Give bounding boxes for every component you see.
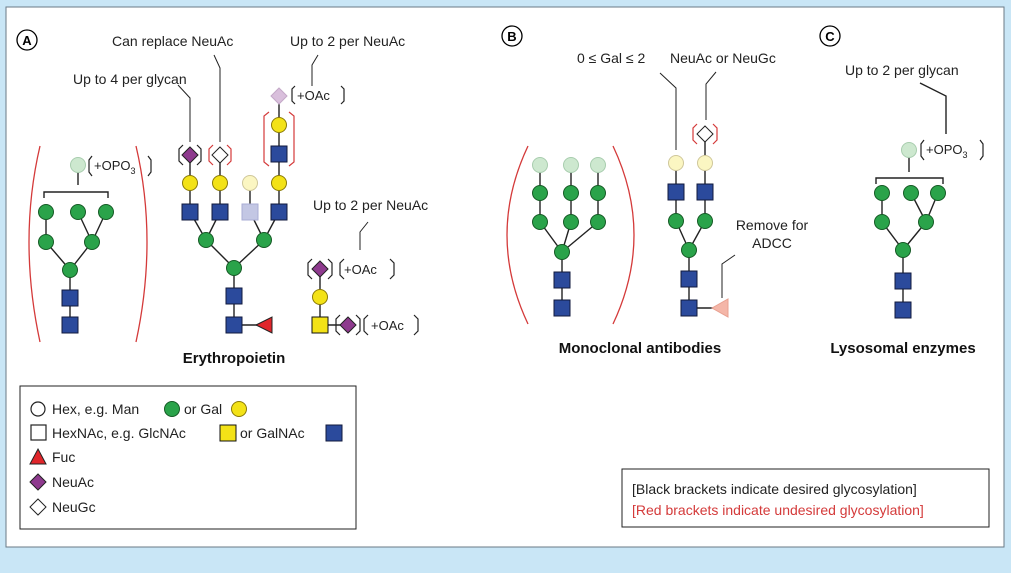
oac-label-o-glycan-1: +OAc — [344, 262, 377, 277]
fucose-triangle-a — [254, 316, 273, 334]
note-black-brackets: [Black brackets indicate desired glycosy… — [632, 481, 917, 497]
legend-hex-icon — [30, 401, 46, 417]
red-bracket-right-a — [135, 145, 148, 343]
fucose-triangle-b — [710, 298, 729, 318]
panel-a-title: Erythropoietin — [183, 350, 286, 367]
annotation-up-to-4-per-glycan: Up to 4 per glycan — [73, 71, 187, 87]
red-bracket-left-a — [28, 145, 41, 343]
legend-neugc-icon — [29, 498, 47, 516]
panel-b-label: B — [501, 25, 523, 47]
panel-c-title: Lysosomal enzymes — [830, 340, 975, 357]
bracket-note: [Black brackets indicate desired glycosy… — [621, 468, 990, 528]
panel-a-label: A — [16, 29, 38, 51]
opo3-label-c: +OPO3 — [926, 142, 968, 160]
legend-fuc-icon — [29, 447, 47, 465]
legend-hexnac-label: HexNAc, e.g. GlcNAc — [52, 425, 186, 441]
opo3-label-a: +OPO3 — [94, 158, 136, 176]
svg-text:A: A — [22, 33, 32, 48]
annotation-up-to-2-per-neuac-right: Up to 2 per NeuAc — [313, 197, 428, 213]
panel-b-title: Monoclonal antibodies — [559, 340, 722, 357]
panel-a: A +OPO3 — [16, 29, 428, 367]
legend-hex-label: Hex, e.g. Man — [52, 401, 139, 417]
annotation-gal-range: 0 ≤ Gal ≤ 2 — [577, 50, 645, 66]
legend-neuac-label: NeuAc — [52, 474, 94, 490]
legend: Hex, e.g. Man or Gal HexNAc, e.g. GlcNAc… — [19, 385, 357, 530]
oac-label-o-glycan-2: +OAc — [371, 318, 404, 333]
oac-label-top: +OAc — [297, 88, 330, 103]
annotation-up-to-2-per-neuac-top: Up to 2 per NeuAc — [290, 33, 405, 49]
annotation-up-to-2-per-glycan: Up to 2 per glycan — [845, 62, 959, 78]
legend-hexnac-icon — [30, 424, 47, 441]
svg-text:C: C — [825, 29, 835, 44]
annotation-neuac-or-neugc: NeuAc or NeuGc — [670, 50, 776, 66]
svg-text:B: B — [507, 29, 516, 44]
legend-neuac-icon — [29, 473, 47, 491]
note-red-brackets: [Red brackets indicate undesired glycosy… — [632, 502, 924, 518]
legend-hexnac-middle: or GalNAc — [240, 425, 305, 441]
legend-neugc-label: NeuGc — [52, 499, 96, 515]
legend-hex-middle: or Gal — [184, 401, 222, 417]
panel-c-label: C — [819, 25, 841, 47]
panel-c: C +OPO3 Up to 2 per glycan Lysosomal enz… — [819, 25, 984, 357]
panel-b: B — [501, 25, 809, 357]
legend-fuc-label: Fuc — [52, 449, 75, 465]
annotation-can-replace-neuac: Can replace NeuAc — [112, 33, 233, 49]
